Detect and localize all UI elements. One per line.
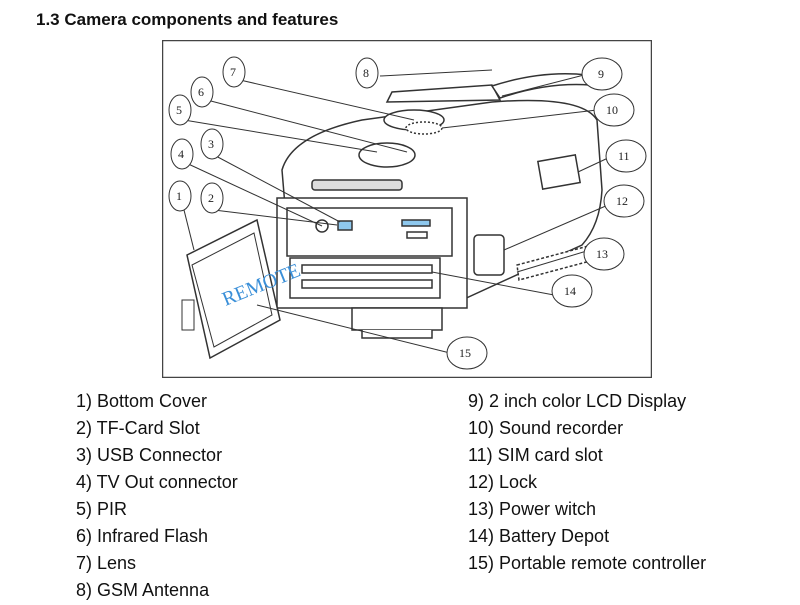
callout-7: 7 xyxy=(222,56,246,88)
callout-6: 6 xyxy=(190,76,214,108)
component-item: 8) GSM Antenna xyxy=(76,580,210,600)
component-item: 9) 2 inch color LCD Display xyxy=(468,391,687,411)
remote-controller: REMOTE xyxy=(181,218,304,360)
callout-4: 4 xyxy=(170,138,194,170)
callout-3: 3 xyxy=(200,128,224,160)
camera-diagram: REMOTE 1 2 3 4 5 6 xyxy=(162,40,652,378)
camera-body xyxy=(276,73,603,339)
callout-12: 12 xyxy=(603,184,645,218)
callout-15: 15 xyxy=(446,336,488,370)
component-item: 12) Lock xyxy=(468,472,538,492)
svg-text:12: 12 xyxy=(616,194,628,208)
component-item: 1) Bottom Cover xyxy=(76,391,208,411)
callout-13: 13 xyxy=(583,237,625,271)
component-item: 7) Lens xyxy=(76,553,137,573)
callout-10: 10 xyxy=(593,93,635,127)
callout-9: 9 xyxy=(581,57,623,91)
callout-8: 8 xyxy=(355,57,379,89)
components-list-left: 1) Bottom Cover 2) TF-Card Slot 3) USB C… xyxy=(76,388,238,604)
svg-text:6: 6 xyxy=(198,85,204,99)
svg-text:4: 4 xyxy=(178,147,184,161)
components-list-right: 9) 2 inch color LCD Display 10) Sound re… xyxy=(468,388,706,577)
camera-diagram-svg: REMOTE 1 2 3 4 5 6 xyxy=(162,40,652,378)
svg-text:8: 8 xyxy=(363,66,369,80)
callouts: 1 2 3 4 5 6 7 8 9 10 11 12 13 14 15 xyxy=(168,56,647,370)
component-item: 10) Sound recorder xyxy=(468,418,624,438)
svg-text:1: 1 xyxy=(176,189,182,203)
svg-text:5: 5 xyxy=(176,103,182,117)
svg-text:11: 11 xyxy=(618,149,630,163)
svg-text:2: 2 xyxy=(208,191,214,205)
svg-text:13: 13 xyxy=(596,247,608,261)
leader-lines xyxy=(183,69,609,354)
component-item: 15) Portable remote controller xyxy=(468,553,707,573)
svg-text:10: 10 xyxy=(606,103,618,117)
component-item: 2) TF-Card Slot xyxy=(76,418,200,438)
svg-text:14: 14 xyxy=(564,284,576,298)
section-title: 1.3 Camera components and features xyxy=(36,10,339,29)
component-item: 14) Battery Depot xyxy=(468,526,610,546)
component-item: 13) Power witch xyxy=(468,499,597,519)
callout-2: 2 xyxy=(200,182,224,214)
callout-5: 5 xyxy=(168,94,192,126)
svg-text:9: 9 xyxy=(598,67,604,81)
component-item: 4) TV Out connector xyxy=(76,472,238,492)
component-item: 5) PIR xyxy=(76,499,128,519)
callout-11: 11 xyxy=(605,139,647,173)
component-item: 3) USB Connector xyxy=(76,445,223,465)
svg-text:7: 7 xyxy=(230,65,236,79)
callout-1: 1 xyxy=(168,180,192,212)
svg-text:3: 3 xyxy=(208,137,214,151)
callout-14: 14 xyxy=(551,274,593,308)
component-item: 11) SIM card slot xyxy=(468,445,603,465)
svg-text:15: 15 xyxy=(459,346,471,360)
component-item: 6) Infrared Flash xyxy=(76,526,209,546)
